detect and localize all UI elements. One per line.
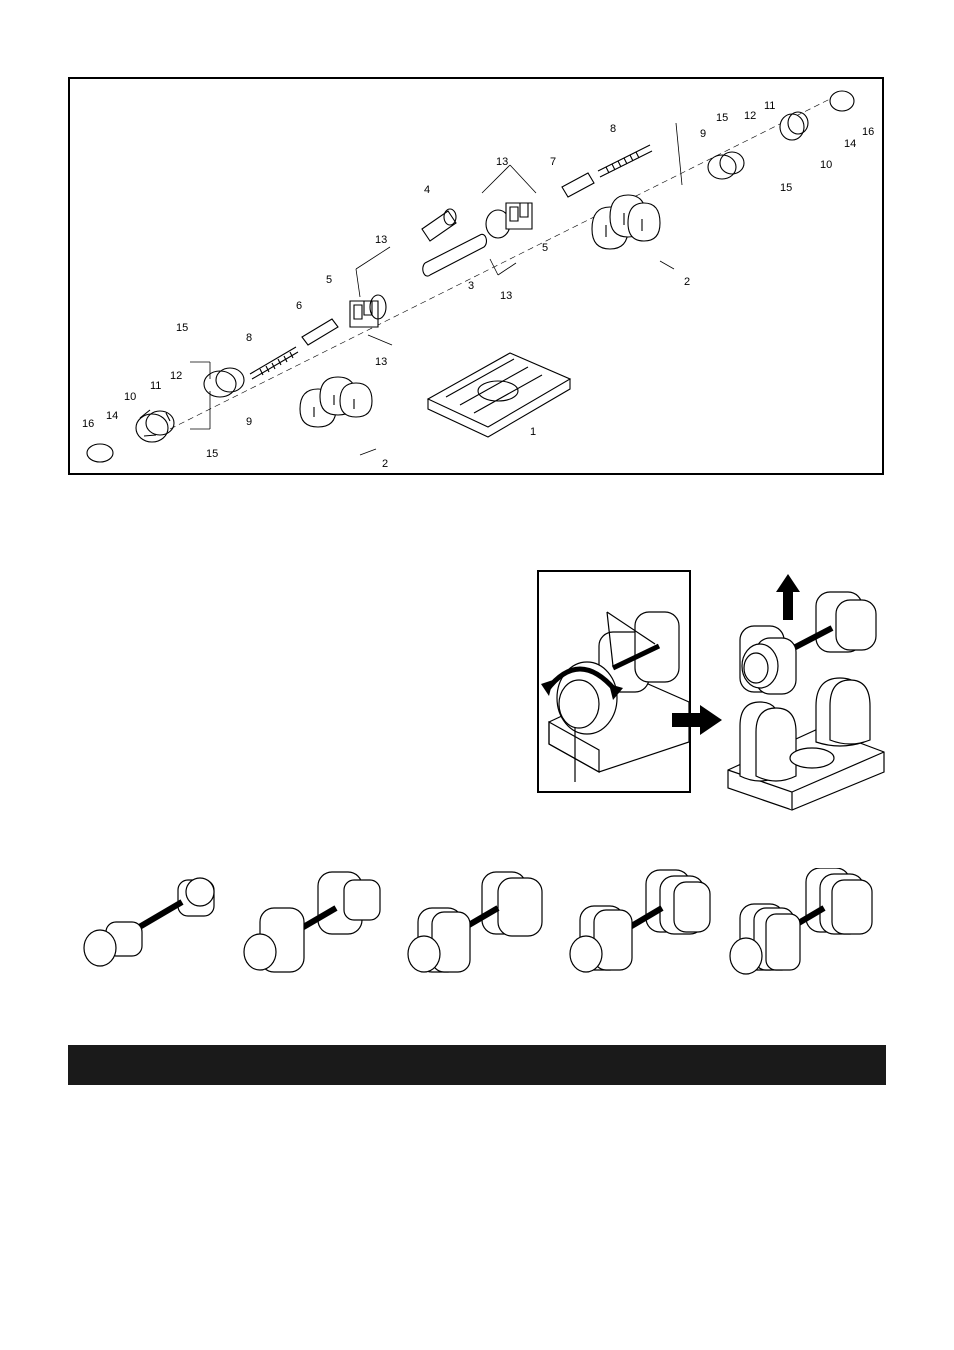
part-label-11-left: 11 [150,380,161,392]
sleeve-left [302,319,338,345]
weight-configuration-1 [84,878,214,966]
arrow-right-icon [672,705,722,735]
part-label-13-d: 13 [500,290,512,302]
part-label-2-right: 2 [684,276,690,288]
part-label-3: 3 [468,280,474,292]
section-header-bar [68,1045,886,1085]
base-tray-with-plates [726,676,886,812]
part-label-15-b: 15 [206,448,218,460]
part-label-7: 7 [550,156,556,168]
part-label-2-left: 2 [382,458,388,470]
part-label-15-a: 15 [176,322,188,334]
handle-knob-right [780,112,808,140]
part-label-13-b: 13 [375,356,387,368]
part-label-10-left: 10 [124,391,136,403]
part-label-8-left: 8 [246,332,252,344]
end-disc-right [708,152,744,179]
weight-plates-right [592,195,660,249]
part-label-8-right: 8 [610,123,616,135]
exploded-parts-diagram: 1 2 2 3 4 5 5 6 7 8 8 9 9 10 10 11 11 12… [68,77,884,475]
base-tray [428,353,570,437]
end-cap-right [830,91,854,111]
part-label-6: 6 [296,300,302,312]
center-handle-tube [423,234,487,276]
weight-configurations-row [80,868,880,980]
weight-configuration-3 [408,872,542,972]
selector-right [486,203,532,238]
part-label-1: 1 [530,426,536,438]
threaded-shaft-left [250,347,298,379]
part-label-9-left: 9 [246,416,252,428]
part-label-16-right: 16 [862,126,874,138]
part-label-4: 4 [424,184,430,196]
part-label-13-a: 13 [375,234,387,246]
part-label-15-c: 15 [716,112,728,124]
selector-left [350,295,386,327]
dial-adjust-illustration [537,570,691,793]
exploded-view-drawing: 1 2 2 3 4 5 5 6 7 8 8 9 9 10 10 11 11 12… [82,79,874,470]
rotate-arrow-icon [541,669,623,700]
part-label-14-left: 14 [106,410,118,422]
part-label-12-right: 12 [744,110,756,122]
weight-configuration-5 [730,868,872,974]
threaded-shaft-right [598,145,652,177]
part-label-11-right: 11 [764,100,775,112]
weight-plates-left [300,377,372,427]
part-label-5-left: 5 [326,274,332,286]
end-cap-left [87,444,113,462]
part-label-13-c: 13 [496,156,508,168]
part-label-9-right: 9 [700,128,706,140]
sleeve-right [562,173,594,197]
part-label-5-right: 5 [542,242,548,254]
part-label-10-right: 10 [820,159,832,171]
part-label-14-right: 14 [844,138,856,150]
foam-grip [422,209,456,241]
arrow-up-icon [776,574,800,620]
part-label-16-left: 16 [82,418,94,430]
part-label-15-d: 15 [780,182,792,194]
end-disc-left [204,368,244,397]
lifted-dumbbell-illustration [736,590,886,700]
part-label-12-left: 12 [170,370,182,382]
handle-knob-left [136,410,174,442]
weight-configuration-4 [570,870,710,972]
weight-configuration-2 [244,872,380,972]
